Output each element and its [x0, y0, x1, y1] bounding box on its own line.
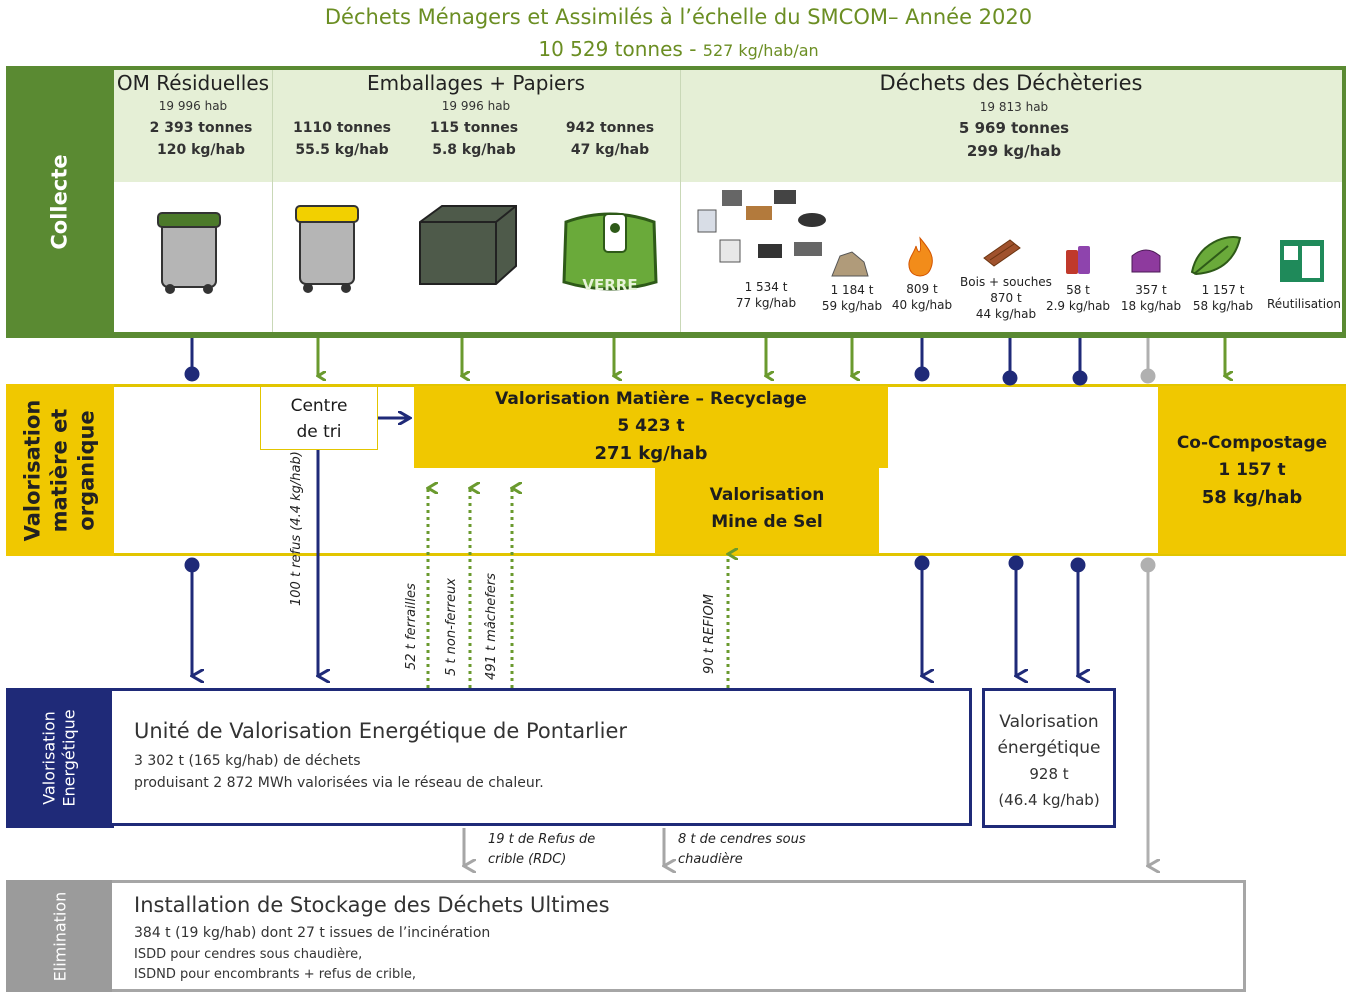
emballages-ratio: 55.5 kg/hab: [295, 142, 389, 158]
papiers-ratio: 5.8 kg/hab: [432, 142, 516, 158]
recyclage-box: Valorisation Matière – Recyclage 5 423 t…: [414, 386, 888, 468]
decheteries-title: Déchets des Déchèteries: [879, 71, 1143, 95]
leaf-icon: [1190, 236, 1242, 276]
reuse-icon: [1280, 240, 1324, 282]
arrow-bois-down: [1002, 338, 1018, 386]
total-tonnes: 10 529 tonnes -: [538, 37, 697, 61]
decheteries-hab: 19 813 hab: [979, 100, 1049, 114]
total-ratio: 527 kg/hab/an: [702, 41, 819, 60]
green-collect-arrows: [318, 338, 1225, 376]
elimination-label: Elimination: [6, 880, 114, 992]
isdu-line1: 384 t (19 kg/hab) dont 27 t issues de l’…: [134, 925, 491, 941]
arrow-incinerable-down: [914, 338, 930, 382]
armchair-icon: [1131, 249, 1161, 273]
emballages-hab: 19 996 hab: [441, 99, 511, 113]
decheteries-tonnes: 5 969 tonnes: [958, 119, 1070, 137]
container-verre-icon: VERRE: [562, 212, 658, 294]
encombrants-icon: [697, 190, 826, 263]
column-separator: [272, 70, 273, 332]
om-ratio: 120 kg/hab: [157, 142, 245, 158]
label-refus-tri: 100 t refus (4.4 kg/hab): [289, 451, 304, 606]
bois-icon: [983, 239, 1021, 267]
label-machefers: 491 t mâchefers: [484, 573, 499, 680]
arrow-reuse-down: [1140, 338, 1156, 384]
verre-tonnes: 942 tonnes: [565, 120, 655, 136]
isdu-line2: ISDD pour cendres sous chaudière,: [134, 947, 363, 962]
label-refiom: 90 t REFIOM: [702, 594, 717, 674]
gravats-icon: [831, 251, 869, 277]
arrow-dds-down: [1072, 338, 1088, 386]
emballages-tonnes: 1110 tonnes: [293, 120, 391, 136]
label-cendres: 8 t de cendres sous chaudière: [678, 832, 806, 867]
diagram-title: Déchets Ménagers et Assimilés à l’échell…: [324, 5, 1033, 29]
valorisation-energetique-box: Valorisation énergétique 928 t (46.4 kg/…: [982, 688, 1116, 828]
label-non-ferreux: 5 t non-ferreux: [444, 578, 459, 676]
dotted-recovery-arrows: [428, 488, 728, 688]
emballages-title: Emballages + Papiers: [367, 71, 585, 95]
flame-icon: [908, 236, 933, 277]
papiers-tonnes: 115 tonnes: [429, 120, 519, 136]
uve-title: Unité de Valorisation Energétique de Pon…: [134, 719, 628, 743]
isdu-box: Installation de Stockage des Déchets Ult…: [112, 880, 1246, 992]
om-tonnes: 2 393 tonnes: [149, 120, 253, 136]
mine-de-sel-box: Valorisation Mine de Sel: [655, 468, 879, 554]
uve-pontarlier-box: Unité de Valorisation Energétique de Pon…: [112, 688, 972, 826]
decheteries-ratio: 299 kg/hab: [966, 142, 1062, 160]
bin-om-icon: [157, 212, 221, 294]
label-ferrailles: 52 t ferrailles: [404, 583, 419, 670]
isdu-title: Installation de Stockage des Déchets Ult…: [134, 893, 610, 917]
column-separator: [680, 70, 681, 332]
flux-reutilisation: Réutilisation: [1266, 297, 1342, 311]
bin-emballages-icon: [295, 205, 359, 293]
grey-residue-arrows: [464, 828, 664, 866]
arrow-om-down: [184, 338, 200, 382]
isdu-line3: ISDND pour encombrants + refus de crible…: [134, 967, 416, 982]
grey-reuse-arrow: [1140, 557, 1154, 866]
uve-tonnage: 3 302 t (165 kg/hab) de déchets: [134, 753, 361, 769]
verre-ratio: 47 kg/hab: [570, 142, 650, 158]
verre-label: VERRE: [582, 276, 637, 294]
uve-energy: produisant 2 872 MWh valorisées via le r…: [134, 775, 544, 791]
diagram-subtitle: 10 529 tonnes - 527 kg/hab/an: [0, 37, 1357, 61]
label-refus-crible: 19 t de Refus de crible (RDC): [488, 832, 596, 867]
om-title: OM Résiduelles: [116, 71, 270, 95]
om-hab: 19 996 hab: [158, 99, 228, 113]
container-papiers-icon: [419, 205, 517, 285]
navy-energy-arrows: [184, 450, 1084, 676]
collecte-header-panel: [114, 70, 1342, 182]
co-compostage-box: Co-Compostage 1 157 t 58 kg/hab: [1158, 386, 1346, 554]
bottle-icon: [1066, 246, 1090, 274]
